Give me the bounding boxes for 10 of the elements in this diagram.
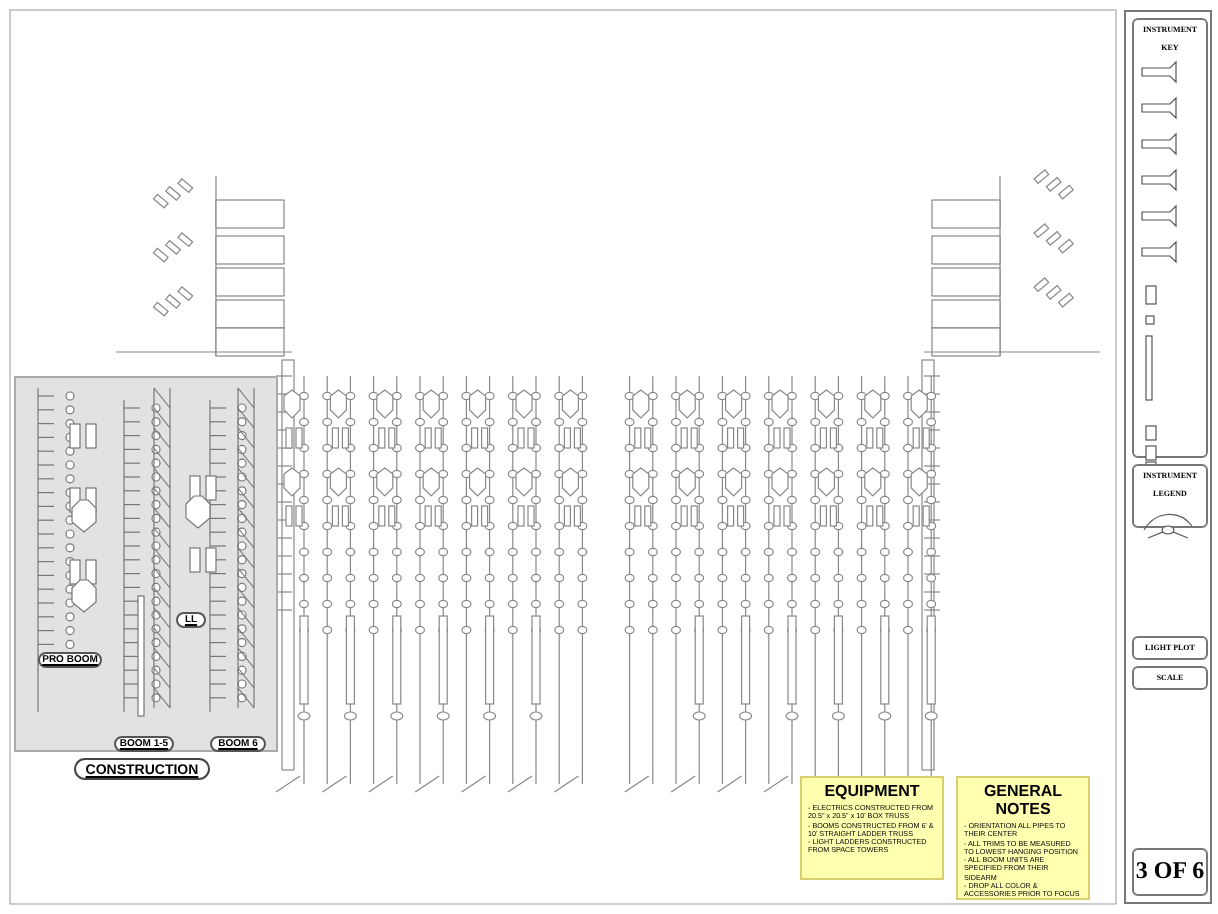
title-cell xyxy=(1132,18,1208,458)
title-cell xyxy=(1132,636,1208,660)
note-heading: EQUIPMENT xyxy=(822,782,922,800)
note-box xyxy=(956,776,1090,900)
note-heading: GENERAL NOTES xyxy=(981,782,1065,818)
title-cell xyxy=(1132,666,1208,690)
title-cell xyxy=(1132,848,1208,896)
title-block xyxy=(1124,10,1212,904)
sheet-number: 3 OF 6 xyxy=(1134,854,1206,888)
note-box xyxy=(800,776,944,880)
